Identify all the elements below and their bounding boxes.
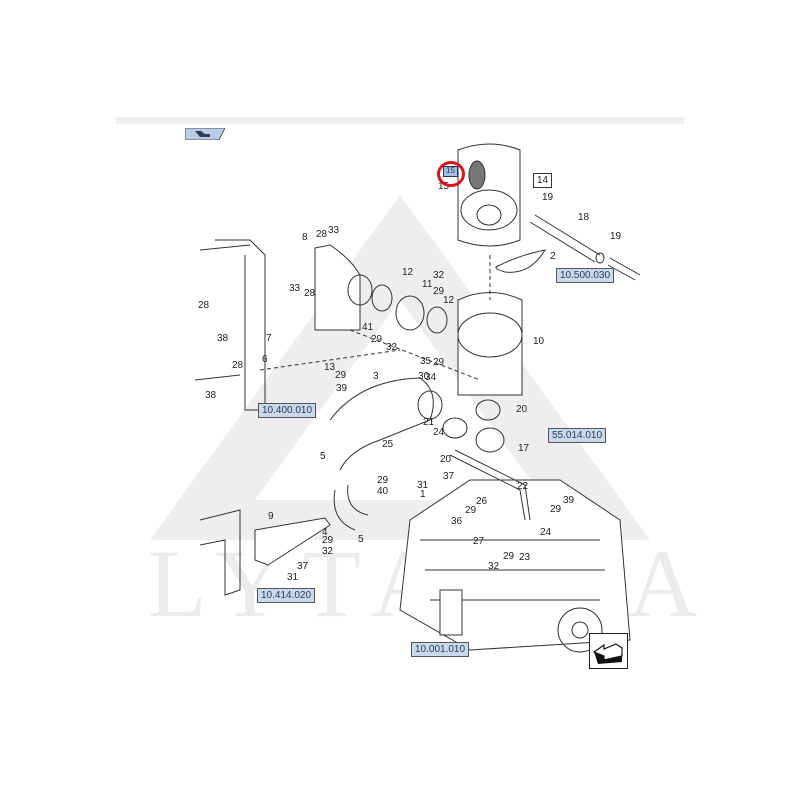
callout: 2 — [550, 251, 556, 262]
callout: 31 — [287, 572, 299, 583]
callout: 19 — [542, 192, 554, 203]
callout: 29 — [377, 475, 389, 486]
callout: 37 — [443, 471, 455, 482]
reference-tag[interactable]: 10.001.010 — [411, 642, 470, 657]
callout: 29 — [503, 551, 515, 562]
callout: 20 — [516, 404, 528, 415]
callout: 5 — [358, 534, 364, 545]
callout: 17 — [518, 443, 530, 454]
callout: 23 — [519, 552, 531, 563]
callout: 28 — [304, 288, 316, 299]
callout: 28 — [316, 229, 328, 240]
callout: 24 — [540, 527, 552, 538]
callout: 26 — [476, 496, 488, 507]
callout: 33 — [328, 225, 340, 236]
callout: 7 — [266, 333, 272, 344]
reference-tag[interactable]: 10.400.010 — [258, 403, 317, 418]
callout: 11 — [422, 279, 433, 290]
callout: 39 — [336, 383, 348, 394]
reference-tag[interactable]: 10.500.030 — [556, 268, 615, 283]
callout: 15 — [438, 181, 450, 192]
header-bar — [116, 117, 684, 124]
callout: 10 — [533, 336, 545, 347]
callout: 19 — [610, 231, 622, 242]
callout: 31 — [417, 480, 429, 491]
callout: 3 — [373, 371, 379, 382]
callout: 38 — [205, 390, 217, 401]
callout: 37 — [297, 561, 309, 572]
callout: 5 — [320, 451, 326, 462]
callout: 40 — [377, 486, 389, 497]
callout: 38 — [217, 333, 229, 344]
callout: 28 — [232, 360, 244, 371]
callout: 24 — [433, 427, 445, 438]
highlight-ring — [437, 161, 465, 187]
highlighted-callout[interactable]: 15 — [443, 166, 458, 177]
callout: 12 — [443, 295, 455, 306]
callout: 9 — [268, 511, 274, 522]
callout: 33 — [289, 283, 301, 294]
callout: 32 — [488, 561, 500, 572]
callout: 6 — [262, 354, 268, 365]
callout: 29 — [433, 286, 445, 297]
callout: 18 — [578, 212, 590, 223]
callout: 29 — [335, 370, 347, 381]
callout: 30 — [418, 371, 430, 382]
callout: 29 — [371, 334, 383, 345]
callout: 22 — [517, 481, 529, 492]
callout: 34 — [425, 372, 437, 383]
callout: 39 — [563, 495, 575, 506]
callout: 29 — [433, 357, 445, 368]
callout: 8 — [302, 232, 308, 243]
arrow-next-page-icon — [592, 643, 623, 664]
reference-tag[interactable]: 55.014.010 — [548, 428, 607, 443]
callout: 29 — [465, 505, 477, 516]
callout: 28 — [198, 300, 210, 311]
callout: 25 — [382, 439, 394, 450]
reference-tag[interactable]: 10.414.020 — [257, 588, 316, 603]
callout: 35 — [420, 356, 432, 367]
callout: 21 — [423, 417, 435, 428]
callout: 29 — [550, 504, 562, 515]
callout: 32 — [386, 342, 398, 353]
callout: 32 — [433, 270, 445, 281]
callout: 27 — [473, 536, 485, 547]
callout: 32 — [322, 546, 334, 557]
callout: 20 — [440, 454, 452, 465]
next-page-button[interactable] — [589, 633, 628, 669]
boxed-callout: 14 — [533, 173, 553, 188]
callout: 36 — [451, 516, 463, 527]
callout: 4 — [322, 527, 328, 538]
callout: 13 — [324, 362, 336, 373]
callout: 41 — [362, 322, 374, 333]
callout: 1 — [420, 489, 426, 500]
callout: 29 — [322, 535, 334, 546]
callout: 12 — [402, 267, 414, 278]
